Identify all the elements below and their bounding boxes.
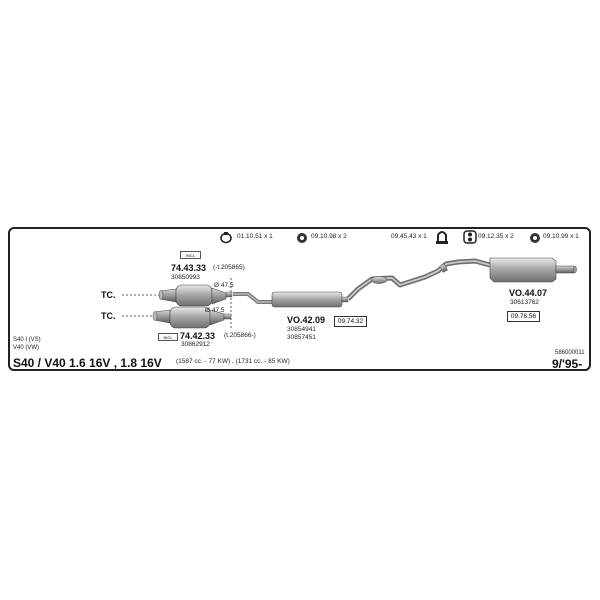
fitting-code: 09.10.98 xyxy=(311,233,337,240)
clamp-ring-icon xyxy=(219,231,233,249)
year-range: 9/'95- xyxy=(552,357,583,371)
fitting-clamp-label: 01.10.51 x 1 xyxy=(237,233,273,241)
catalyst-lower-oe: 30862912 xyxy=(181,341,210,348)
catalyst-upper xyxy=(158,284,233,307)
catalyst-lower-code: 74.42.33 xyxy=(180,331,216,341)
bolt-icon xyxy=(296,231,308,249)
tc-label-upper: TC. xyxy=(101,290,116,300)
incl-badge-lower: INCL xyxy=(158,333,178,341)
middle-kit-box: 09.74.32 xyxy=(334,316,367,327)
catalyst-upper-code: 74.43.33 xyxy=(171,263,207,273)
rear-kit-box: 09.76.56 xyxy=(507,311,540,322)
engine-spec: (1587 cc. - 77 KW) , (1731 cc. - 85 KW) xyxy=(176,358,290,365)
middle-part-oe1: 30854941 xyxy=(287,326,316,333)
fitting-qty: x 1 xyxy=(264,233,273,240)
middle-silencer xyxy=(271,291,349,308)
fitting-code: 01.10.51 xyxy=(237,233,263,240)
hanger-icon xyxy=(436,229,448,249)
fitting-code: 09.45.43 xyxy=(391,233,417,240)
catalyst-upper-diameter: Ø 47,5 xyxy=(214,282,234,289)
incl-badge-upper: INCL xyxy=(180,251,201,259)
fitting-hanger-label: 09.45.43 x 1 xyxy=(391,233,427,241)
catalyst-lower xyxy=(152,306,232,329)
vehicle-title: S40 / V40 1.6 16V , 1.8 16V xyxy=(13,356,162,370)
model-line-2: V40 (VW) xyxy=(13,345,40,351)
fitting-qty: x 1 xyxy=(570,233,579,240)
rear-silencer xyxy=(489,257,577,283)
middle-part-code: VO.42.09 xyxy=(287,315,326,325)
catalyst-upper-oe: 30850993 xyxy=(171,274,200,281)
fitting-code: 09.10.99 xyxy=(543,233,569,240)
nut-icon xyxy=(529,231,541,249)
fitting-mount-label: 09.12.35 x 2 xyxy=(478,233,514,241)
rubber-mount-icon xyxy=(463,230,477,249)
catalyst-upper-range: (-t.205865) xyxy=(213,264,245,271)
fitting-qty: x 1 xyxy=(418,233,427,240)
fitting-nut-label: 09.10.99 x 1 xyxy=(543,233,579,241)
fitting-bolt-label: 09.10.98 x 2 xyxy=(311,233,347,241)
catalyst-lower-diameter: Ø 47,5 xyxy=(205,307,225,314)
fitting-code: 09.12.35 xyxy=(478,233,504,240)
fitting-qty: x 2 xyxy=(338,233,347,240)
diagram-frame xyxy=(8,227,591,371)
tc-label-lower: TC. xyxy=(101,311,116,321)
middle-part-oe2: 30857451 xyxy=(287,334,316,341)
model-line-1: S40 I (VS) xyxy=(13,337,41,343)
rear-part-code: VO.44.07 xyxy=(509,288,548,298)
catalyst-lower-range: (t.205866-) xyxy=(224,332,256,339)
rear-part-oe: 30613762 xyxy=(510,299,539,306)
fitting-qty: x 2 xyxy=(505,233,514,240)
document-number: 586000011 xyxy=(555,350,585,356)
